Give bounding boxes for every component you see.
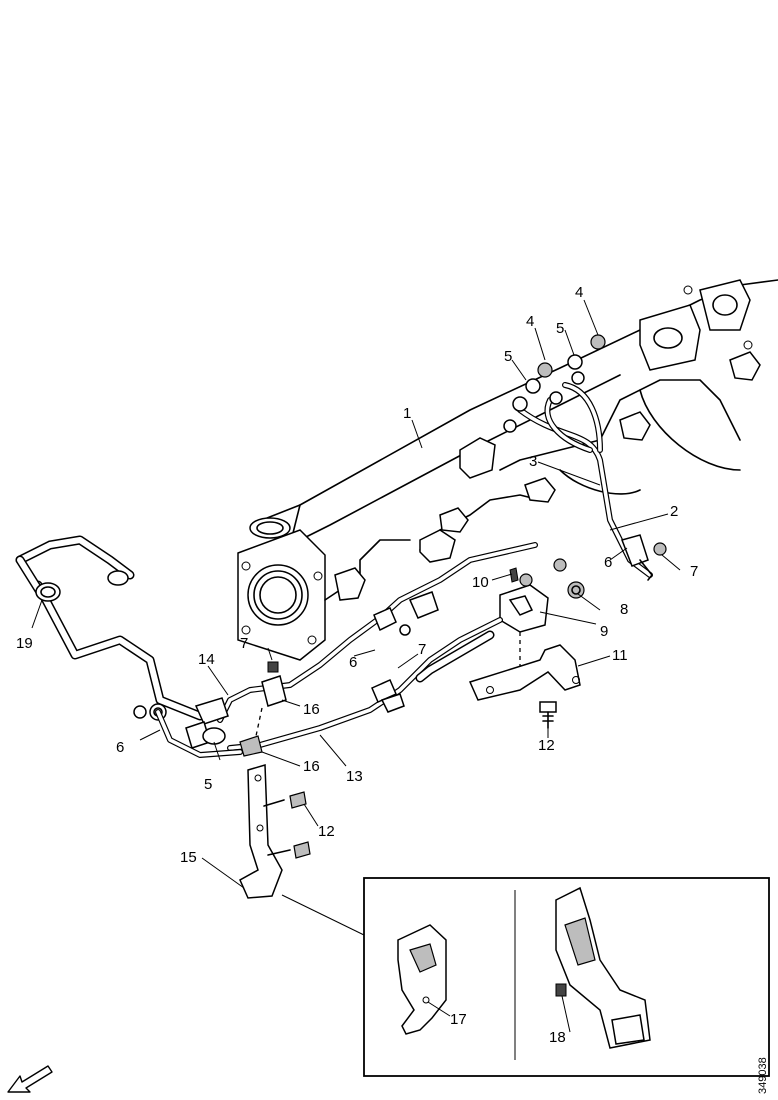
bracket-11 <box>468 644 581 729</box>
callout-6-left: 6 <box>116 739 124 756</box>
callout-1: 1 <box>403 405 411 422</box>
callout-6-mid: 6 <box>349 654 357 671</box>
exhaust-manifold <box>237 279 778 661</box>
fitting-4a <box>537 362 553 378</box>
callout-10: 10 <box>472 574 489 591</box>
callout-7-left: 7 <box>240 635 248 652</box>
callout-6-right: 6 <box>604 554 612 571</box>
callout-4-left: 4 <box>526 313 534 330</box>
callout-13: 13 <box>346 768 363 785</box>
callout-5-left: 5 <box>504 348 512 365</box>
callout-7-mid: 7 <box>418 641 426 658</box>
sensor-pipe-assembly <box>503 334 667 581</box>
callout-8: 8 <box>620 601 628 618</box>
reference-number: 349038 <box>757 1057 769 1094</box>
callout-12-bottom: 12 <box>318 823 335 840</box>
leader-lines <box>31 299 681 1033</box>
bracket-15 <box>239 764 311 899</box>
callout-17: 17 <box>450 1011 467 1028</box>
forward-direction-arrow-icon <box>7 1065 53 1093</box>
callout-19: 19 <box>16 635 33 652</box>
callout-3: 3 <box>529 453 537 470</box>
callout-2: 2 <box>670 503 678 520</box>
valve-block <box>499 567 585 672</box>
callout-16-upper: 16 <box>303 701 320 718</box>
callout-4-right: 4 <box>575 284 583 301</box>
fitting-4b <box>590 334 606 350</box>
callout-9: 9 <box>600 623 608 640</box>
callout-5-mid: 5 <box>556 320 564 337</box>
pipes-13-14 <box>217 542 567 751</box>
callout-11: 11 <box>612 647 628 664</box>
callout-16-lower: 16 <box>303 758 320 775</box>
detail-inset <box>281 877 770 1077</box>
callout-12-right: 12 <box>538 737 555 754</box>
pipe-19 <box>15 535 243 758</box>
callout-labels: 1 2 3 4 4 5 5 5 6 6 6 7 7 7 8 9 10 11 12… <box>16 284 698 1046</box>
callout-15: 15 <box>180 849 197 866</box>
callout-14: 14 <box>198 651 215 668</box>
callout-18: 18 <box>549 1029 566 1046</box>
callout-5-bottom: 5 <box>204 776 212 793</box>
clamp-16 <box>239 661 287 757</box>
callout-7-right: 7 <box>690 563 698 580</box>
